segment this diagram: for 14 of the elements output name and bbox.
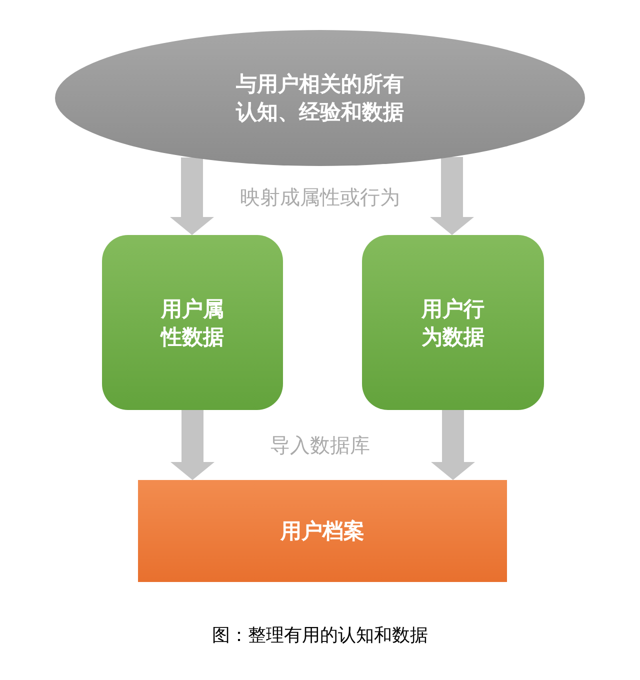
profile-box <box>138 480 507 582</box>
caption: 图：整理有用的认知和数据 <box>212 624 428 647</box>
step-label: 导入数据库 <box>270 432 370 459</box>
block-arrow <box>170 410 214 480</box>
node-text: 用户档案 <box>280 518 364 545</box>
block-arrow <box>430 156 474 235</box>
node-text: 与用户相关的所有认知、经验和数据 <box>234 71 405 126</box>
process-box <box>362 235 544 410</box>
node-text: 用户属性数据 <box>159 296 225 350</box>
step-label: 映射成属性或行为 <box>240 184 400 211</box>
node-text: 用户行为数据 <box>420 296 486 350</box>
process-box <box>102 235 283 410</box>
block-arrow <box>170 158 214 235</box>
block-arrow <box>431 410 475 480</box>
